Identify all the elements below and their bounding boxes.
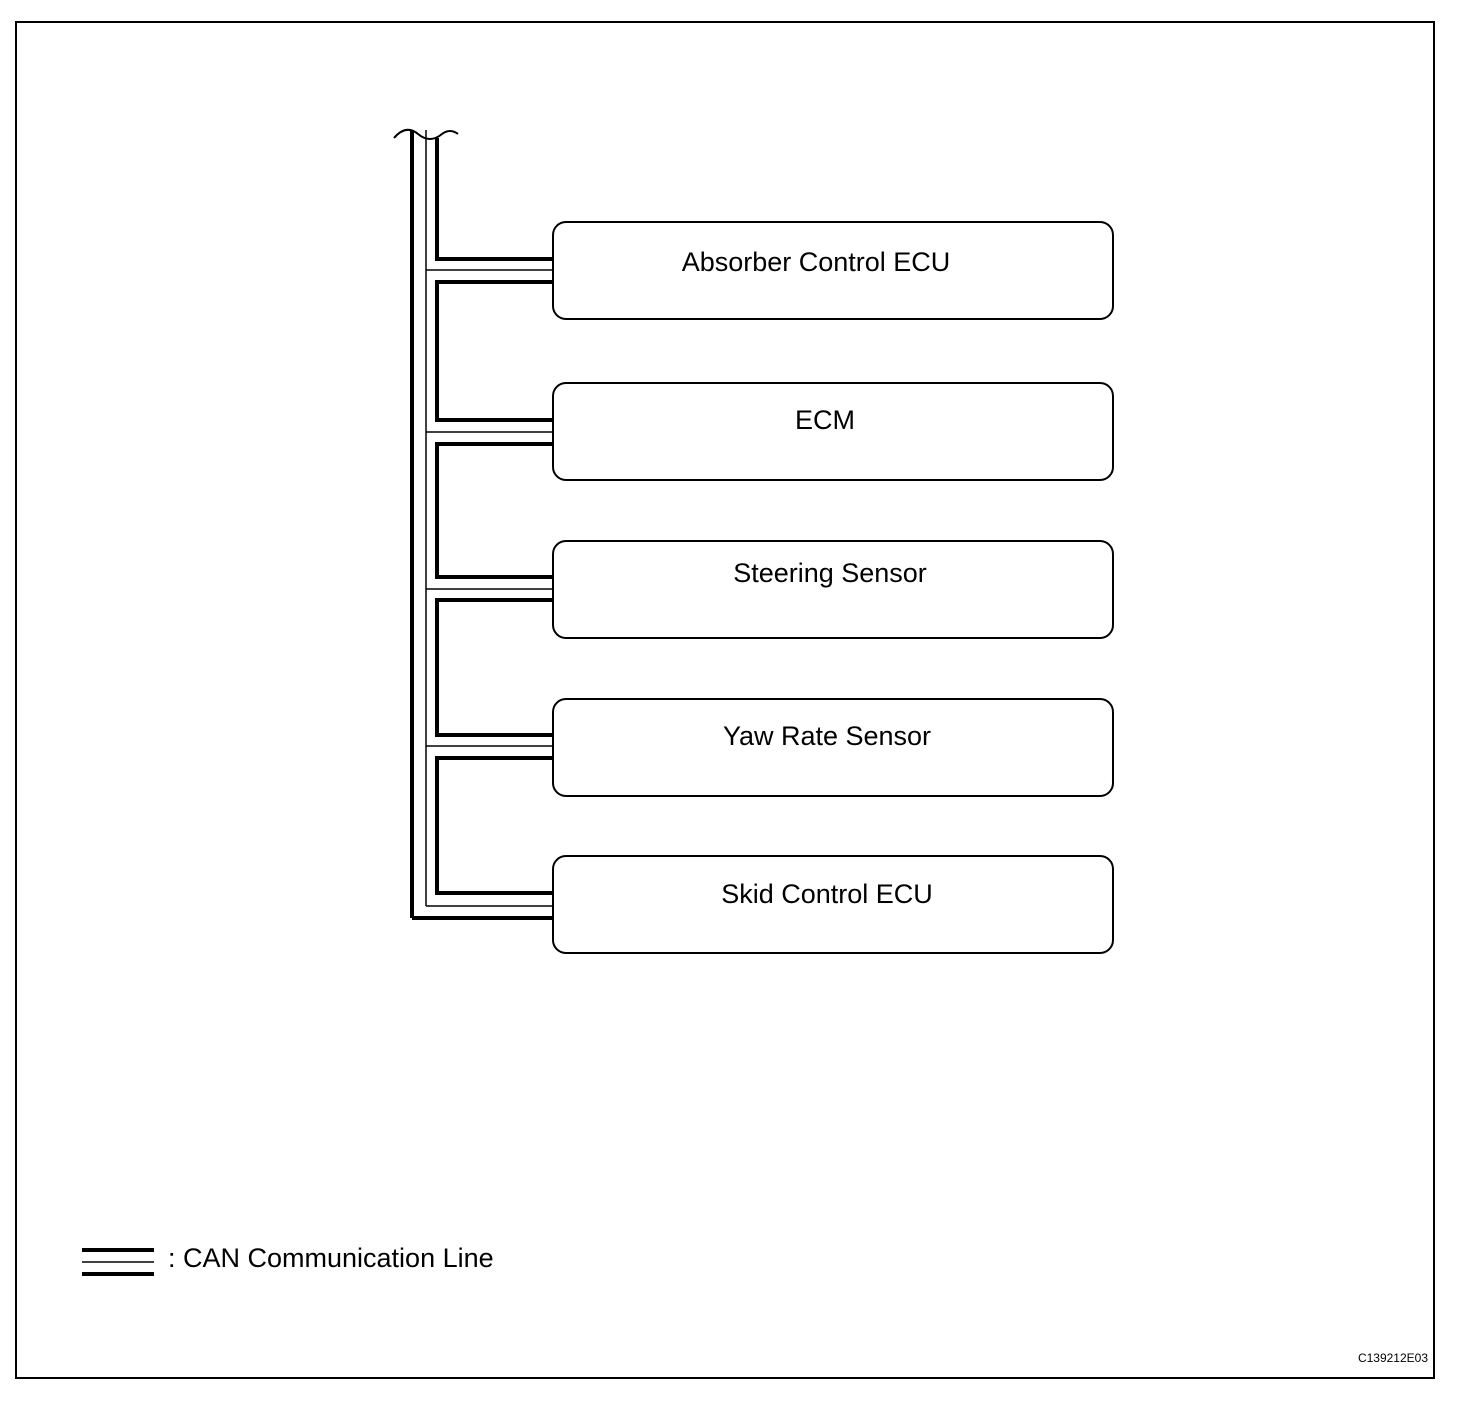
node-label: Steering Sensor xyxy=(733,558,927,588)
node-label: Absorber Control ECU xyxy=(681,247,951,277)
can-line-legend-symbol xyxy=(82,1248,154,1276)
bus-break-mark xyxy=(393,128,459,140)
diagram-frame xyxy=(15,21,1435,1379)
node-label: ECM xyxy=(795,405,855,435)
node-label: Skid Control ECU xyxy=(721,879,933,909)
figure-code: C139212E03 xyxy=(1357,1351,1428,1365)
node-ecm: ECM xyxy=(552,382,1114,481)
node-label: Yaw Rate Sensor xyxy=(722,721,932,751)
node-yaw-rate-sensor: Yaw Rate Sensor xyxy=(552,698,1114,797)
node-absorber-control-ecu: Absorber Control ECU xyxy=(552,221,1114,320)
node-steering-sensor: Steering Sensor xyxy=(552,540,1114,639)
legend-label: : CAN Communication Line xyxy=(168,1243,494,1273)
can-line-loop xyxy=(435,138,552,895)
node-skid-control-ecu: Skid Control ECU xyxy=(552,855,1114,954)
